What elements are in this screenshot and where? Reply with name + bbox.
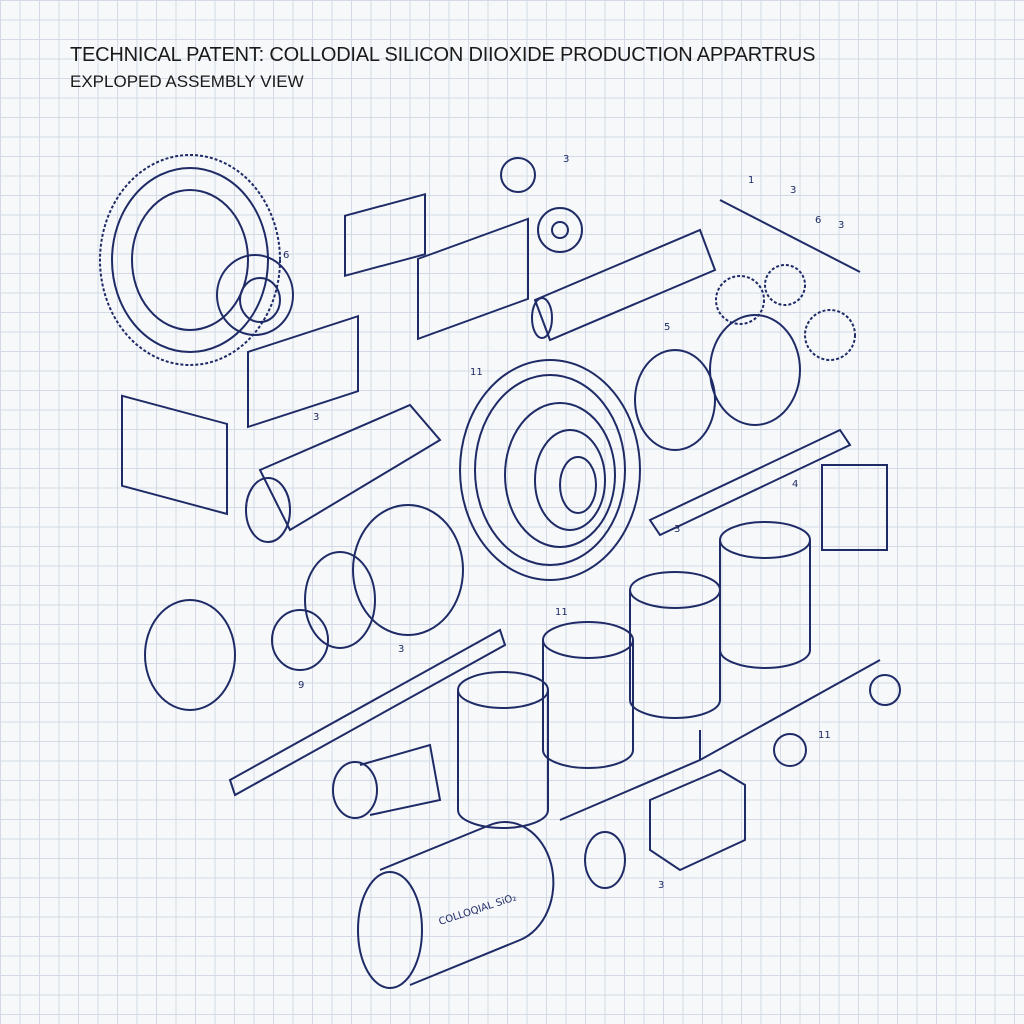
motors	[332, 521, 811, 829]
tank-label: COLLOQIAL SiO₂	[438, 892, 518, 927]
colloidal-sio2-tank	[357, 821, 555, 989]
pump	[584, 768, 746, 889]
pipes	[559, 659, 881, 821]
large-gear	[99, 154, 294, 366]
callout: 9	[298, 680, 304, 691]
callout: 3	[790, 185, 796, 196]
callout: 6	[283, 250, 289, 261]
callout: 3	[674, 524, 680, 535]
callout: 3	[563, 154, 569, 165]
connecting-rod	[228, 628, 507, 797]
callout: 3	[313, 412, 319, 423]
callout: 6	[815, 215, 821, 226]
callout: 3	[838, 220, 844, 231]
callout: 4	[792, 479, 798, 490]
callout: 3	[658, 880, 664, 891]
callout: 11	[555, 607, 568, 618]
page-subtitle: EXPLOPED ASSEMBLY VIEW	[70, 72, 304, 91]
control-box	[821, 464, 888, 551]
pressure-gauges	[500, 157, 901, 767]
chain-bar	[648, 428, 852, 537]
callout: 1	[748, 175, 754, 186]
small-gears	[634, 264, 856, 451]
filter-screens	[121, 193, 529, 516]
spiral-housing	[459, 359, 641, 581]
left-housings	[144, 403, 464, 711]
page-title: TECHNICAL PATENT: COLLODIAL SILICON DIIO…	[70, 44, 816, 66]
roller	[531, 228, 717, 342]
probe	[719, 199, 861, 273]
callout: 3	[398, 644, 404, 655]
callout: 11	[818, 730, 831, 741]
callout: 11	[470, 367, 483, 378]
callout: 5	[664, 322, 670, 333]
